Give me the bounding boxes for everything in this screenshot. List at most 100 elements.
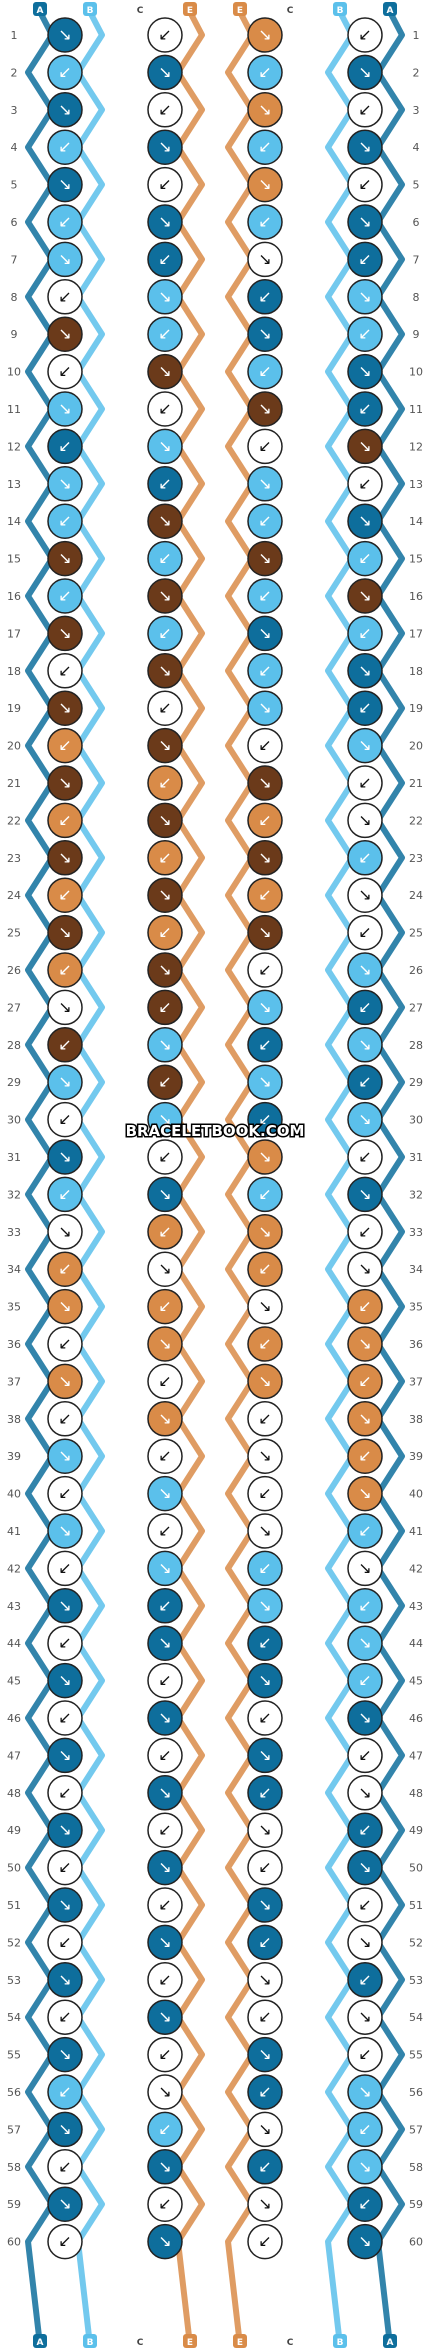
knot-arrow-icon: ↘ bbox=[358, 1633, 371, 1652]
row-number-left: 16 bbox=[7, 590, 21, 603]
knot bbox=[147, 914, 183, 951]
knot-arrow-icon: ↘ bbox=[158, 1708, 171, 1727]
knot-arrow-icon: ↘ bbox=[158, 1334, 171, 1353]
knot bbox=[147, 353, 183, 390]
knot bbox=[347, 727, 383, 764]
row-number-right: 13 bbox=[409, 478, 423, 491]
strand-label-bottom: B bbox=[337, 2338, 344, 2348]
knot bbox=[147, 204, 183, 240]
knot-arrow-icon: ↙ bbox=[58, 1484, 71, 1503]
row-number-left: 45 bbox=[7, 1675, 21, 1688]
strand-label-top: A bbox=[387, 6, 394, 16]
knot bbox=[47, 1812, 83, 1848]
knot bbox=[147, 279, 183, 315]
knot-arrow-icon: ↙ bbox=[158, 399, 171, 418]
strand-label-bottom-box bbox=[333, 2334, 347, 2348]
knot bbox=[247, 1887, 283, 1923]
watermark: BRACELETBOOK.COM bbox=[126, 1122, 305, 1140]
knot-arrow-icon: ↘ bbox=[358, 62, 371, 81]
strand-label-bottom-box bbox=[83, 2334, 97, 2348]
knot-arrow-icon: ↙ bbox=[258, 1633, 271, 1652]
knot-arrow-icon: ↙ bbox=[58, 2157, 71, 2176]
row-number-right: 4 bbox=[413, 141, 420, 154]
knot-arrow-icon: ↙ bbox=[158, 175, 171, 194]
knot-arrow-icon: ↘ bbox=[358, 885, 371, 904]
knot bbox=[47, 1101, 83, 1138]
row-number-right: 44 bbox=[409, 1637, 423, 1650]
knot bbox=[247, 1288, 283, 1325]
knot-arrow-icon: ↘ bbox=[258, 1371, 271, 1390]
knot bbox=[47, 727, 83, 764]
row-number-right: 25 bbox=[409, 927, 423, 940]
knot bbox=[47, 1363, 83, 1400]
knot-arrow-icon: ↙ bbox=[358, 2045, 371, 2064]
knot-arrow-icon: ↙ bbox=[158, 1895, 171, 1914]
knot bbox=[147, 1288, 183, 1325]
knot bbox=[247, 1662, 283, 1699]
knot bbox=[47, 2036, 83, 2073]
knot bbox=[347, 1700, 383, 1736]
knot bbox=[147, 2111, 183, 2148]
knot bbox=[247, 540, 283, 577]
knot-arrow-icon: ↘ bbox=[358, 511, 371, 530]
knot bbox=[147, 428, 183, 465]
row-number-left: 3 bbox=[11, 104, 18, 117]
knot bbox=[47, 1625, 83, 1661]
knot bbox=[347, 1550, 383, 1587]
knot-arrow-icon: ↙ bbox=[358, 923, 371, 942]
knot-arrow-icon: ↘ bbox=[258, 997, 271, 1016]
knot-arrow-icon: ↘ bbox=[58, 698, 71, 717]
row-number-right: 48 bbox=[409, 1787, 423, 1800]
knot-arrow-icon: ↙ bbox=[158, 1371, 171, 1390]
knot-arrow-icon: ↙ bbox=[58, 1633, 71, 1652]
knot bbox=[147, 17, 183, 53]
knot bbox=[147, 1737, 183, 1774]
row-number-left: 56 bbox=[7, 2086, 21, 2099]
knot-arrow-icon: ↘ bbox=[358, 1259, 371, 1278]
row-number-left: 17 bbox=[7, 627, 21, 640]
knot-arrow-icon: ↙ bbox=[358, 399, 371, 418]
knot bbox=[147, 1176, 183, 1213]
knot-arrow-icon: ↘ bbox=[358, 586, 371, 605]
knot bbox=[47, 765, 83, 801]
row-number-right: 5 bbox=[413, 179, 420, 192]
knot bbox=[147, 1924, 183, 1961]
knot-arrow-icon: ↙ bbox=[258, 511, 271, 530]
knot-arrow-icon: ↙ bbox=[358, 1072, 371, 1091]
knot bbox=[247, 1064, 283, 1100]
knot bbox=[47, 1700, 83, 1736]
row-number-right: 54 bbox=[409, 2011, 423, 2024]
row-number-left: 54 bbox=[7, 2011, 21, 2024]
knot bbox=[347, 1027, 383, 1063]
knot-arrow-icon: ↘ bbox=[158, 1932, 171, 1951]
knot bbox=[347, 1288, 383, 1325]
knot-arrow-icon: ↘ bbox=[258, 399, 271, 418]
row-number-right: 6 bbox=[413, 216, 420, 229]
row-number-right: 32 bbox=[409, 1188, 423, 1201]
row-number-left: 14 bbox=[7, 515, 21, 528]
knot-arrow-icon: ↘ bbox=[358, 2157, 371, 2176]
knot-arrow-icon: ↘ bbox=[158, 212, 171, 231]
row-number-right: 3 bbox=[413, 104, 420, 117]
knot bbox=[347, 1775, 383, 1811]
knot-arrow-icon: ↙ bbox=[58, 1932, 71, 1951]
row-number-right: 34 bbox=[409, 1263, 423, 1276]
knot bbox=[247, 2186, 283, 2222]
row-number-right: 22 bbox=[409, 814, 423, 827]
knot bbox=[347, 1214, 383, 1250]
knot bbox=[47, 2149, 83, 2185]
knot bbox=[247, 727, 283, 764]
knot bbox=[347, 540, 383, 577]
knot-arrow-icon: ↘ bbox=[258, 1596, 271, 1615]
knot-arrow-icon: ↘ bbox=[358, 287, 371, 306]
strand-label-top-box bbox=[133, 2, 147, 16]
row-number-left: 12 bbox=[7, 440, 21, 453]
strand-label-top-box bbox=[33, 2, 47, 16]
knot-arrow-icon: ↙ bbox=[158, 1820, 171, 1839]
knot-arrow-icon: ↘ bbox=[258, 1970, 271, 1989]
row-number-left: 55 bbox=[7, 2049, 21, 2062]
knot bbox=[147, 1326, 183, 1362]
knot bbox=[47, 2186, 83, 2222]
knot-arrow-icon: ↘ bbox=[358, 2082, 371, 2101]
knot-arrow-icon: ↙ bbox=[358, 324, 371, 343]
